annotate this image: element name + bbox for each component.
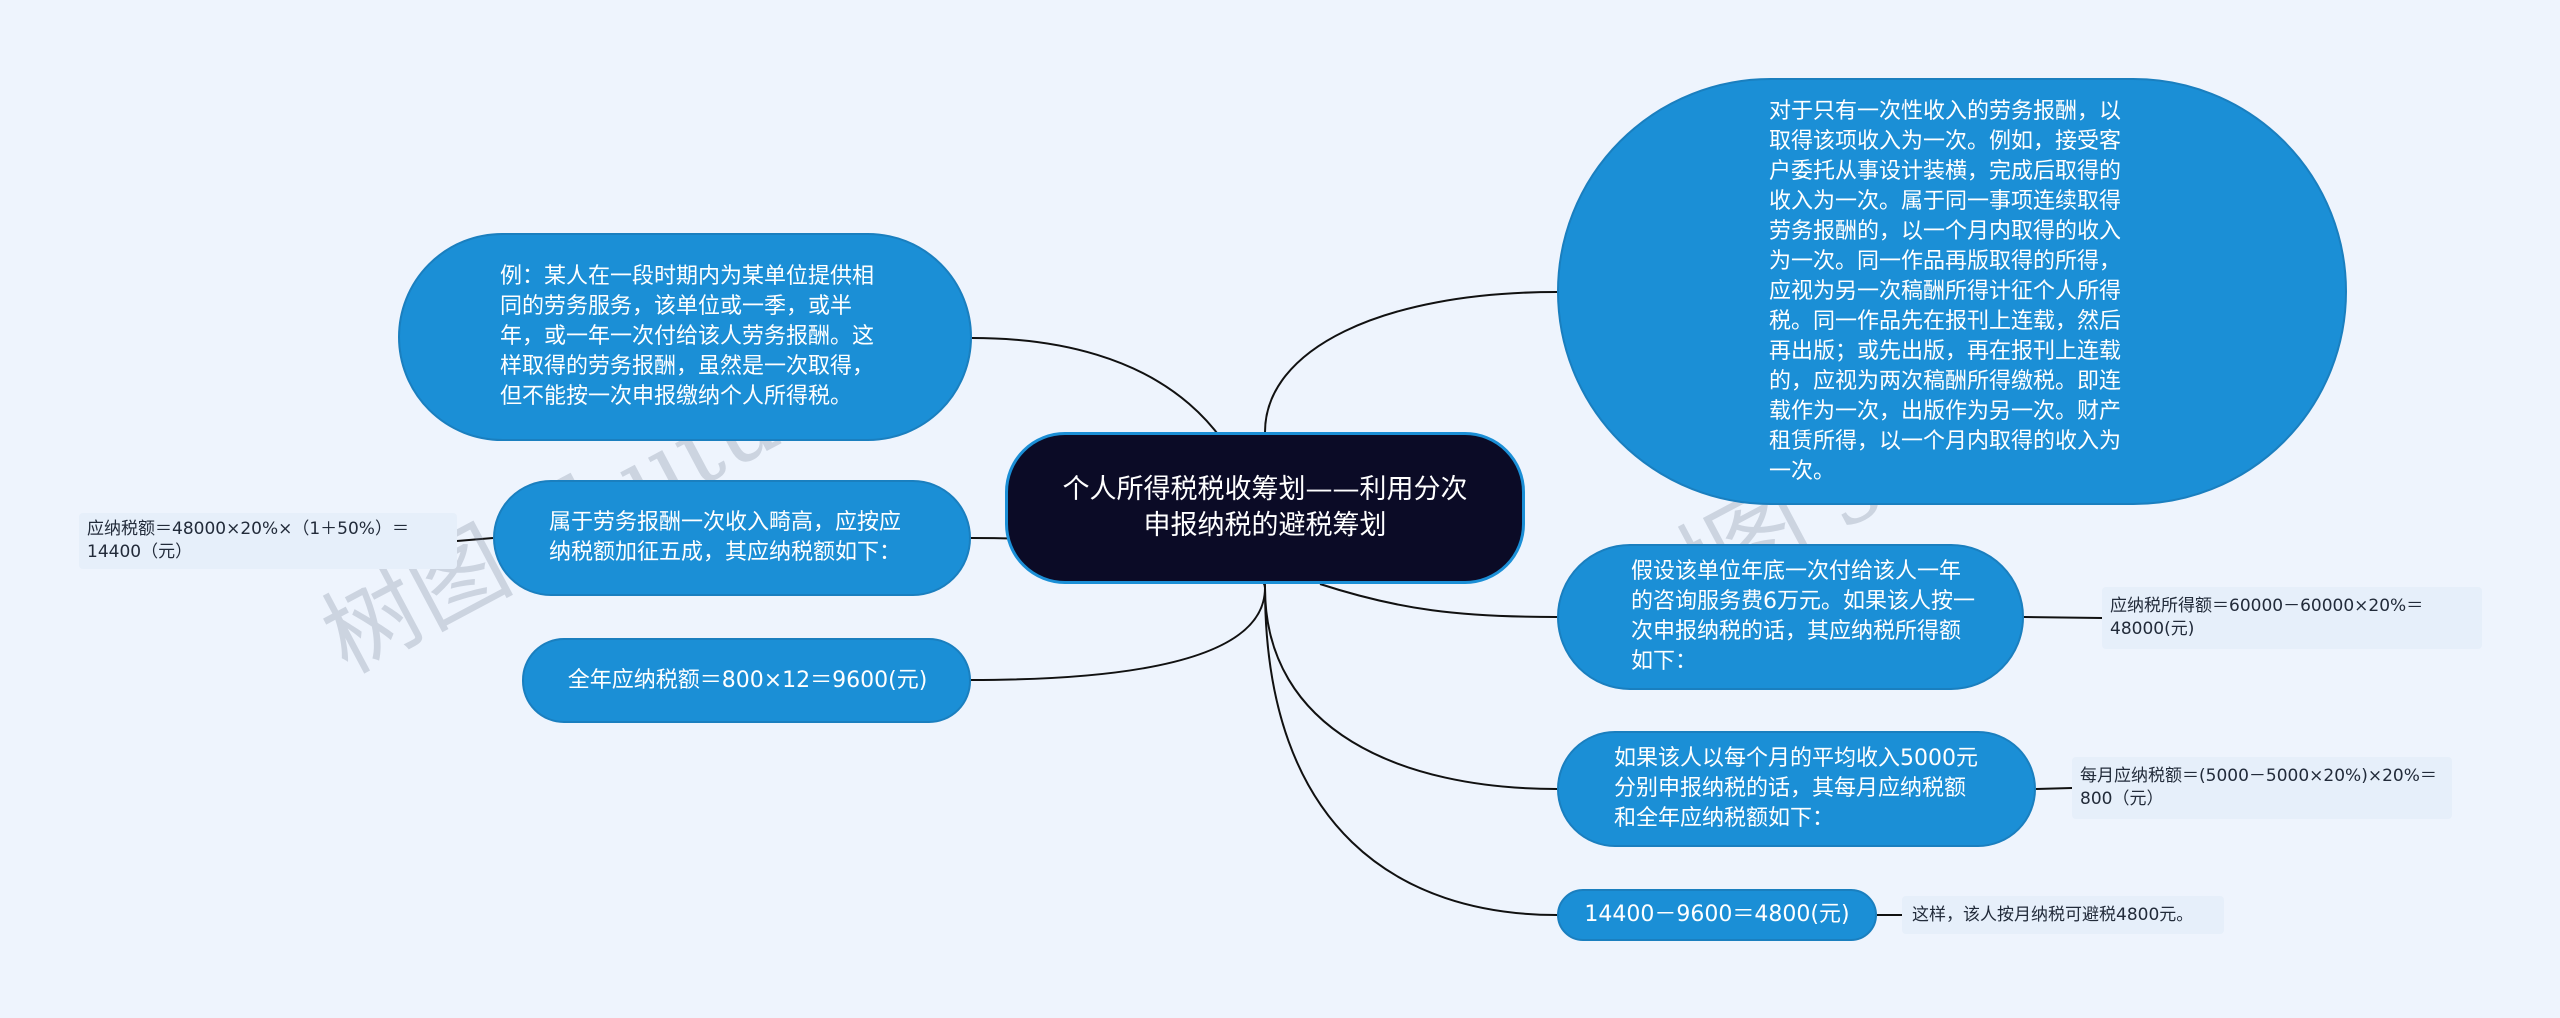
link-center-to-right-monthly — [1264, 587, 1558, 790]
right-monthly-leaf[interactable]: 每月应纳税额＝(5000－5000×20%)×20%＝800（元） — [2072, 757, 2452, 819]
right-monthly-leaf-label: 每月应纳税额＝(5000－5000×20%)×20%＝800（元） — [2080, 766, 2437, 809]
left-annual-tax-label: 全年应纳税额＝800×12＝9600(元) — [567, 667, 928, 693]
left-high-income-leaf-label: 应纳税额＝48000×20%×（1＋50%）＝14400（元） — [87, 519, 409, 562]
right-rule-label: 对于只有一次性收入的劳务报酬，以取得该项收入为一次。例如，接受客户委托从事设计装… — [1769, 98, 2122, 484]
left-example-node[interactable]: 例：某人在一段时期内为某单位提供相同的劳务服务，该单位或一季，或半年，或一年一次… — [398, 233, 972, 441]
link-left-high-to-leaf — [456, 537, 494, 542]
center-topic[interactable]: 个人所得税税收筹划——利用分次申报纳税的避税筹划 — [1005, 432, 1525, 584]
left-high-income-node[interactable]: 属于劳务报酬一次收入畸高，应按应纳税额加征五成，其应纳税额如下： — [493, 480, 971, 596]
link-center-to-right-saving — [1264, 587, 1558, 916]
right-year-end-leaf-label: 应纳税所得额＝60000－60000×20%＝48000(元) — [2110, 596, 2424, 639]
right-monthly-label: 如果该人以每个月的平均收入5000元分别申报纳税的话，其每月应纳税额和全年应纳税… — [1614, 746, 1978, 831]
link-right-year-end-to-leaf — [2023, 616, 2103, 619]
right-saving-leaf[interactable]: 这样，该人按月纳税可避税4800元。 — [1902, 896, 2224, 934]
link-right-monthly-to-leaf — [2035, 787, 2073, 790]
right-rule-node[interactable]: 对于只有一次性收入的劳务报酬，以取得该项收入为一次。例如，接受客户委托从事设计装… — [1557, 78, 2347, 505]
center-topic-label: 个人所得税税收筹划——利用分次申报纳税的避税筹划 — [1062, 474, 1468, 541]
right-year-end-leaf[interactable]: 应纳税所得额＝60000－60000×20%＝48000(元) — [2102, 587, 2482, 649]
left-high-income-leaf[interactable]: 应纳税额＝48000×20%×（1＋50%）＝14400（元） — [79, 513, 457, 569]
right-monthly-node[interactable]: 如果该人以每个月的平均收入5000元分别申报纳税的话，其每月应纳税额和全年应纳税… — [1557, 731, 2036, 847]
right-saving-leaf-label: 这样，该人按月纳税可避税4800元。 — [1912, 904, 2194, 925]
link-center-to-left-annual — [970, 587, 1266, 681]
link-center-to-right-year-end — [1319, 583, 1558, 618]
right-year-end-label: 假设该单位年底一次付给该人一年的咨询服务费6万元。如果该人按一次申报纳税的话，其… — [1631, 559, 1975, 674]
link-center-to-right-rule — [1264, 291, 1558, 433]
right-year-end-node[interactable]: 假设该单位年底一次付给该人一年的咨询服务费6万元。如果该人按一次申报纳税的话，其… — [1557, 544, 2024, 690]
right-saving-node[interactable]: 14400－9600＝4800(元) — [1557, 889, 1877, 941]
left-annual-tax-node[interactable]: 全年应纳税额＝800×12＝9600(元) — [522, 638, 971, 723]
left-example-label: 例：某人在一段时期内为某单位提供相同的劳务服务，该单位或一季，或半年，或一年一次… — [500, 264, 875, 409]
left-high-income-label: 属于劳务报酬一次收入畸高，应按应纳税额加征五成，其应纳税额如下： — [549, 510, 902, 565]
right-saving-label: 14400－9600＝4800(元) — [1584, 902, 1850, 927]
